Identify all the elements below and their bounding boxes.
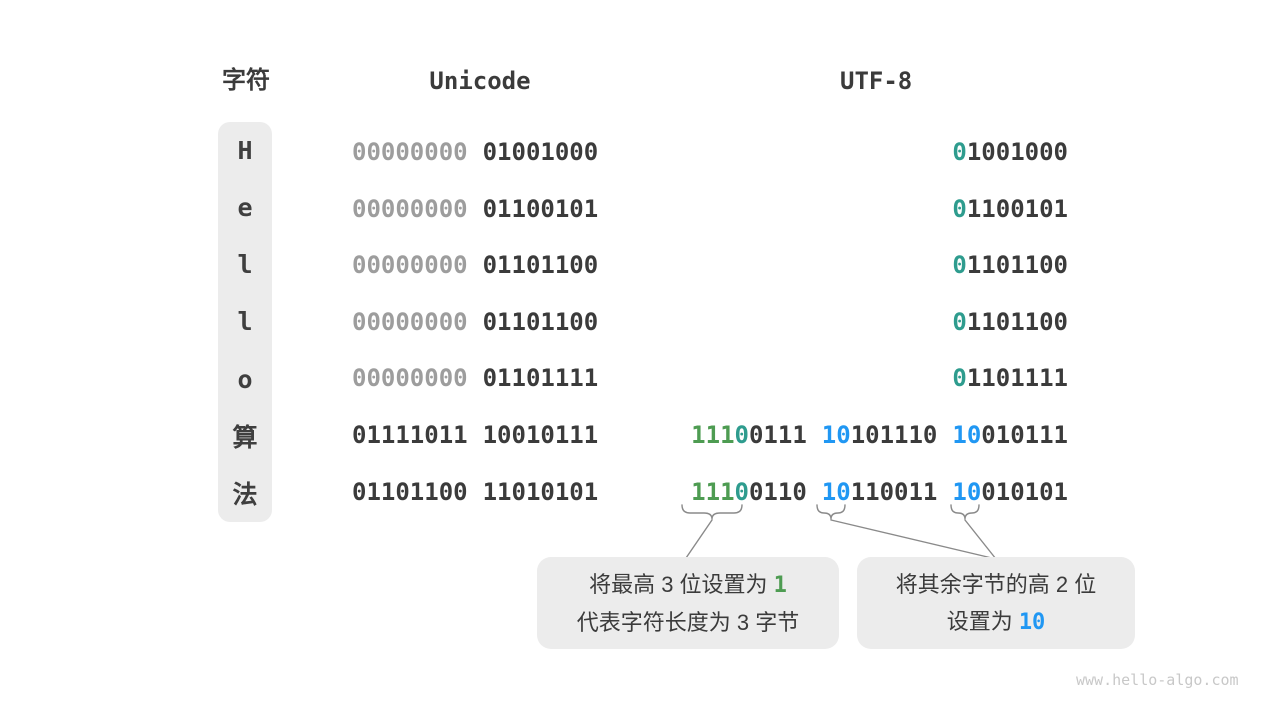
utf8-payload-bits: 1101100 [966, 251, 1068, 279]
callout-line: 将其余字节的高 2 位 [895, 571, 1097, 597]
utf8-byte-3: 10010111 [952, 421, 1068, 449]
unicode-value: 00000000 01101100 [352, 307, 598, 337]
utf8-payload-bits: 1001000 [966, 138, 1068, 166]
utf8-value: 01100101 [952, 194, 1068, 224]
unicode-high-byte: 00000000 [352, 251, 468, 279]
utf8-payload-bits: 1101111 [966, 364, 1068, 392]
unicode-low-byte: 10010111 [482, 421, 599, 449]
utf8-marker-bit: 0 [952, 138, 967, 166]
utf8-continuation-bits: 10 [952, 421, 982, 449]
underbrace-continuation-byte2 [816, 504, 846, 520]
callout-text: 将最高 3 位设置为 [589, 571, 774, 597]
callout-continuation-bits: 将其余字节的高 2 位 设置为 10 [857, 557, 1135, 649]
utf8-payload-bits: 0111 [748, 421, 807, 449]
utf8-payload-bits: 010101 [981, 478, 1068, 506]
column-header-utf8: UTF-8 [840, 67, 913, 95]
utf8-marker-bit: 0 [734, 478, 749, 506]
utf8-continuation-bits: 10 [952, 478, 982, 506]
connector-line-right [964, 519, 997, 560]
highlight-bits-10: 10 [1018, 609, 1046, 635]
utf8-payload-bits: 0110 [748, 478, 807, 506]
utf8-byte-2: 10101110 [822, 421, 938, 449]
unicode-high-byte: 01101100 [352, 478, 468, 506]
unicode-value: 00000000 01101100 [352, 250, 598, 280]
utf8-payload-bits: 101110 [850, 421, 938, 449]
site-watermark: www.hello-algo.com [1076, 671, 1239, 689]
character-cell: l [237, 250, 253, 280]
unicode-value: 01101100 11010101 [352, 477, 598, 507]
unicode-low-byte: 01101111 [482, 364, 599, 392]
connector-line-left [685, 519, 713, 559]
unicode-value: 00000000 01001000 [352, 137, 598, 167]
unicode-value: 01111011 10010111 [352, 420, 598, 450]
utf8-byte-1: 11100111 [691, 421, 807, 449]
utf8-continuation-bits: 10 [821, 421, 851, 449]
utf8-marker-bit: 0 [952, 364, 967, 392]
unicode-low-byte: 01101100 [482, 251, 599, 279]
utf8-value: 01101100 [952, 250, 1068, 280]
character-cell: e [237, 193, 253, 223]
utf8-length-bits: 111 [691, 478, 735, 506]
utf8-byte-1: 11100110 [691, 478, 807, 506]
utf8-marker-bit: 0 [952, 195, 967, 223]
utf8-byte-3: 10010101 [952, 478, 1068, 506]
utf8-marker-bit: 0 [952, 308, 967, 336]
utf8-value: 01101100 [952, 307, 1068, 337]
underbrace-continuation-byte3 [950, 504, 980, 520]
unicode-high-byte: 00000000 [352, 195, 468, 223]
underbrace-length-bits [681, 504, 743, 520]
character-cell: 法 [232, 480, 258, 510]
utf8-byte-2: 10110011 [822, 478, 938, 506]
utf8-continuation-bits: 10 [821, 478, 851, 506]
utf8-payload-bits: 010111 [981, 421, 1068, 449]
unicode-low-byte: 01001000 [482, 138, 599, 166]
utf8-marker-bit: 0 [952, 251, 967, 279]
utf8-value: 01101111 [952, 363, 1068, 393]
character-cell: 算 [232, 423, 258, 453]
utf8-length-bits: 111 [691, 421, 735, 449]
utf8-value: 01001000 [952, 137, 1068, 167]
unicode-high-byte: 00000000 [352, 308, 468, 336]
unicode-low-byte: 11010101 [482, 478, 599, 506]
connector-line-mid [830, 519, 997, 560]
callout-line: 设置为 10 [947, 603, 1046, 641]
character-cell: l [237, 307, 253, 337]
character-cell: o [237, 364, 253, 394]
unicode-value: 00000000 01100101 [352, 194, 598, 224]
character-cell: H [237, 136, 253, 166]
column-header-unicode: Unicode [429, 67, 531, 95]
callout-leading-bits: 将最高 3 位设置为 1 代表字符长度为 3 字节 [537, 557, 839, 649]
column-header-char: 字符 [222, 67, 270, 94]
unicode-value: 00000000 01101111 [352, 363, 598, 393]
unicode-low-byte: 01101100 [482, 308, 599, 336]
utf8-payload-bits: 1100101 [966, 195, 1068, 223]
utf8-marker-bit: 0 [734, 421, 749, 449]
utf8-payload-bits: 110011 [850, 478, 938, 506]
unicode-low-byte: 01100101 [482, 195, 599, 223]
character-column: H e l l o 算 法 [218, 122, 272, 522]
unicode-high-byte: 00000000 [352, 138, 468, 166]
utf8-payload-bits: 1101100 [966, 308, 1068, 336]
unicode-high-byte: 00000000 [352, 364, 468, 392]
unicode-high-byte: 01111011 [352, 421, 468, 449]
highlight-bit-1: 1 [773, 572, 787, 598]
callout-text: 设置为 [946, 608, 1019, 634]
callout-line: 将最高 3 位设置为 1 [589, 566, 787, 604]
callout-line: 代表字符长度为 3 字节 [576, 609, 800, 635]
